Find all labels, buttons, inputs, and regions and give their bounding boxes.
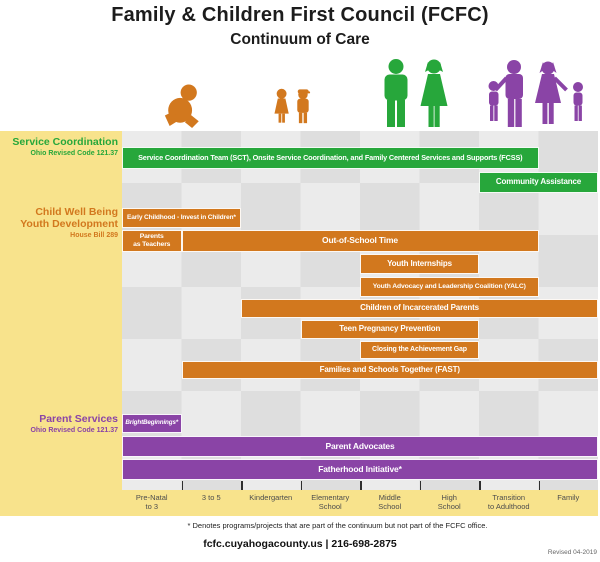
- continuum-bar: Families and Schools Together (FAST): [181, 361, 598, 379]
- continuum-bar: Closing the Achievement Gap: [360, 341, 479, 359]
- section-child-well-being: Child Well Being Youth Development House…: [0, 206, 122, 239]
- continuum-bar: Service Coordination Team (SCT), Onsite …: [122, 147, 539, 169]
- axis-category-label: 3 to 5: [201, 493, 221, 502]
- section-title: Parent Services: [39, 413, 118, 425]
- continuum-bar: Early Childhood - Invest in Children*: [122, 208, 241, 228]
- section-title: Service Coordination: [12, 136, 118, 148]
- axis-category-label: Elementary School: [311, 493, 350, 511]
- axis-tick: [241, 481, 243, 490]
- children-icon: [272, 88, 314, 126]
- continuum-bar: BrightBeginnings*: [122, 414, 182, 433]
- continuum-bar: Out-of-School Time: [181, 230, 539, 252]
- footnote: * Denotes programs/projects that are par…: [187, 521, 488, 530]
- axis-category-label: Transition to Adulthood: [487, 493, 530, 511]
- revised-date: Revised 04-2019: [547, 549, 597, 556]
- section-code: House Bill 289: [70, 231, 118, 239]
- axis-band: [122, 490, 598, 516]
- section-code: Ohio Revised Code 121.37: [30, 149, 118, 157]
- continuum-bar: Community Assistance: [479, 172, 598, 193]
- category-sidebar: [0, 131, 122, 516]
- baby-icon: [162, 84, 204, 128]
- continuum-chart: Service Coordination Team (SCT), Onsite …: [122, 131, 598, 490]
- continuum-bar: Children of Incarcerated Parents: [241, 299, 598, 318]
- contact-line: fcfc.cuyahogacounty.us | 216-698-2875: [203, 538, 397, 550]
- adult-couple-icon: [381, 59, 453, 127]
- axis-category-label: Kindergarten: [249, 493, 293, 502]
- page-title: Family & Children First Council (FCFC): [111, 4, 489, 26]
- axis-tick: [181, 481, 183, 490]
- axis-category-label: Family: [557, 493, 580, 502]
- axis-tick: [360, 481, 362, 490]
- axis-category-label: High School: [437, 493, 461, 511]
- section-title: Child Well Being: [35, 206, 118, 218]
- continuum-bar: Youth Internships: [360, 254, 479, 274]
- section-service-coordination: Service Coordination Ohio Revised Code 1…: [0, 136, 122, 157]
- axis-category-label: Middle School: [378, 493, 402, 511]
- family-icon: [486, 60, 586, 127]
- section-code: Ohio Revised Code 121.37: [30, 426, 118, 434]
- section-parent-services: Parent Services Ohio Revised Code 121.37: [0, 413, 122, 434]
- continuum-bar: Youth Advocacy and Leadership Coalition …: [360, 277, 539, 297]
- axis-labels: Pre-Natal to 3 3 to 5 Kindergarten Elementa…: [122, 490, 598, 516]
- continuum-bar: Teen Pregnancy Prevention: [300, 320, 479, 339]
- axis-tick: [538, 481, 540, 490]
- axis-tick: [479, 481, 481, 490]
- continuum-bar: Parent Advocates: [122, 436, 598, 457]
- section-title: Youth Development: [20, 217, 118, 230]
- page-subtitle: Continuum of Care: [230, 31, 370, 48]
- axis-tick: [300, 481, 302, 490]
- axis-tick: [419, 481, 421, 490]
- axis-category-label: Pre-Natal to 3: [135, 493, 168, 511]
- continuum-bar: Fatherhood Initiative*: [122, 459, 598, 480]
